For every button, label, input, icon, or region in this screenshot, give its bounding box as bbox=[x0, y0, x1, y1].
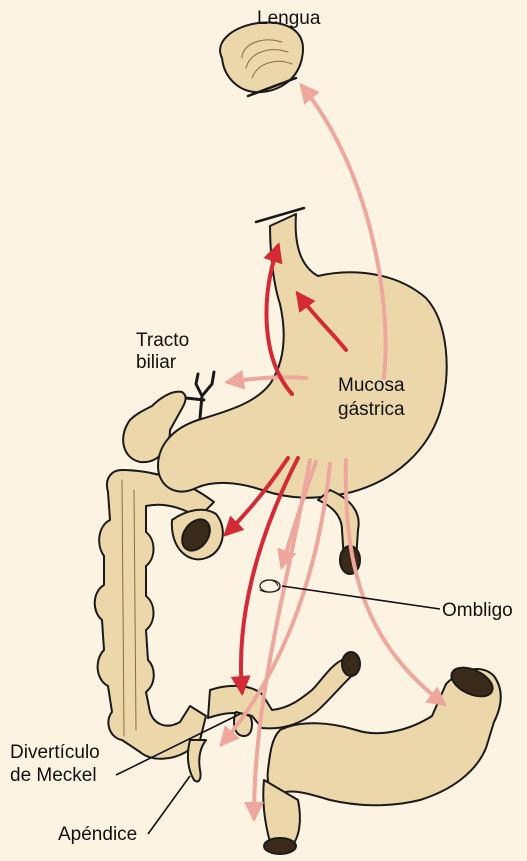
label-appendix: Apéndice bbox=[58, 824, 137, 846]
appendix bbox=[188, 740, 206, 782]
label-mucosa-line2: gástrica bbox=[338, 399, 405, 421]
stomach bbox=[158, 214, 447, 498]
label-umbilicus: Ombligo bbox=[442, 600, 513, 622]
label-tongue: Lengua bbox=[257, 8, 320, 30]
label-meckel-line2: de Meckel bbox=[10, 765, 97, 787]
label-biliary-line2: biliar bbox=[136, 352, 176, 374]
leader-appendix bbox=[148, 776, 190, 834]
label-mucosa-line1: Mucosa bbox=[338, 375, 405, 397]
biliary-tract bbox=[186, 372, 214, 418]
label-biliary-line1: Tracto bbox=[136, 330, 189, 352]
label-meckel-line1: Divertículo bbox=[10, 742, 100, 764]
tongue bbox=[220, 22, 303, 96]
